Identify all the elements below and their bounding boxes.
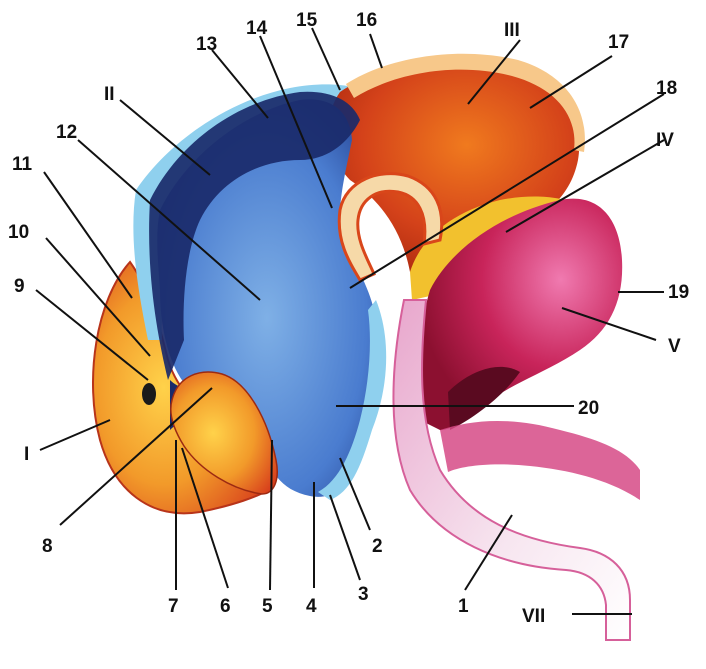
- label-11: 11: [12, 154, 33, 175]
- region-9-dot: [142, 383, 156, 405]
- label-12: 12: [56, 122, 77, 143]
- label-V: V: [668, 336, 681, 357]
- label-20: 20: [578, 398, 599, 419]
- label-II: II: [104, 84, 115, 105]
- label-8: 8: [42, 536, 53, 557]
- leader-15: [312, 28, 340, 90]
- label-IV: IV: [656, 130, 674, 151]
- leader-11: [44, 172, 132, 298]
- label-III: III: [504, 20, 520, 41]
- label-13: 13: [196, 34, 217, 55]
- label-3: 3: [358, 584, 369, 605]
- label-14: 14: [246, 18, 268, 39]
- label-6: 6: [220, 596, 231, 617]
- label-10: 10: [8, 222, 29, 243]
- label-VII: VII: [522, 606, 545, 627]
- label-15: 15: [296, 10, 318, 31]
- label-19: 19: [668, 282, 689, 303]
- label-9: 9: [14, 276, 25, 297]
- label-18: 18: [656, 78, 677, 99]
- label-2: 2: [372, 536, 383, 557]
- label-5: 5: [262, 596, 273, 617]
- label-I: I: [24, 444, 29, 465]
- label-4: 4: [306, 596, 317, 617]
- region-stalk-upper: [440, 421, 640, 500]
- label-17: 17: [608, 32, 629, 53]
- label-16: 16: [356, 10, 377, 31]
- leader-3: [330, 495, 360, 580]
- leader-16: [370, 34, 382, 68]
- label-7: 7: [168, 596, 179, 617]
- label-1: 1: [458, 596, 469, 617]
